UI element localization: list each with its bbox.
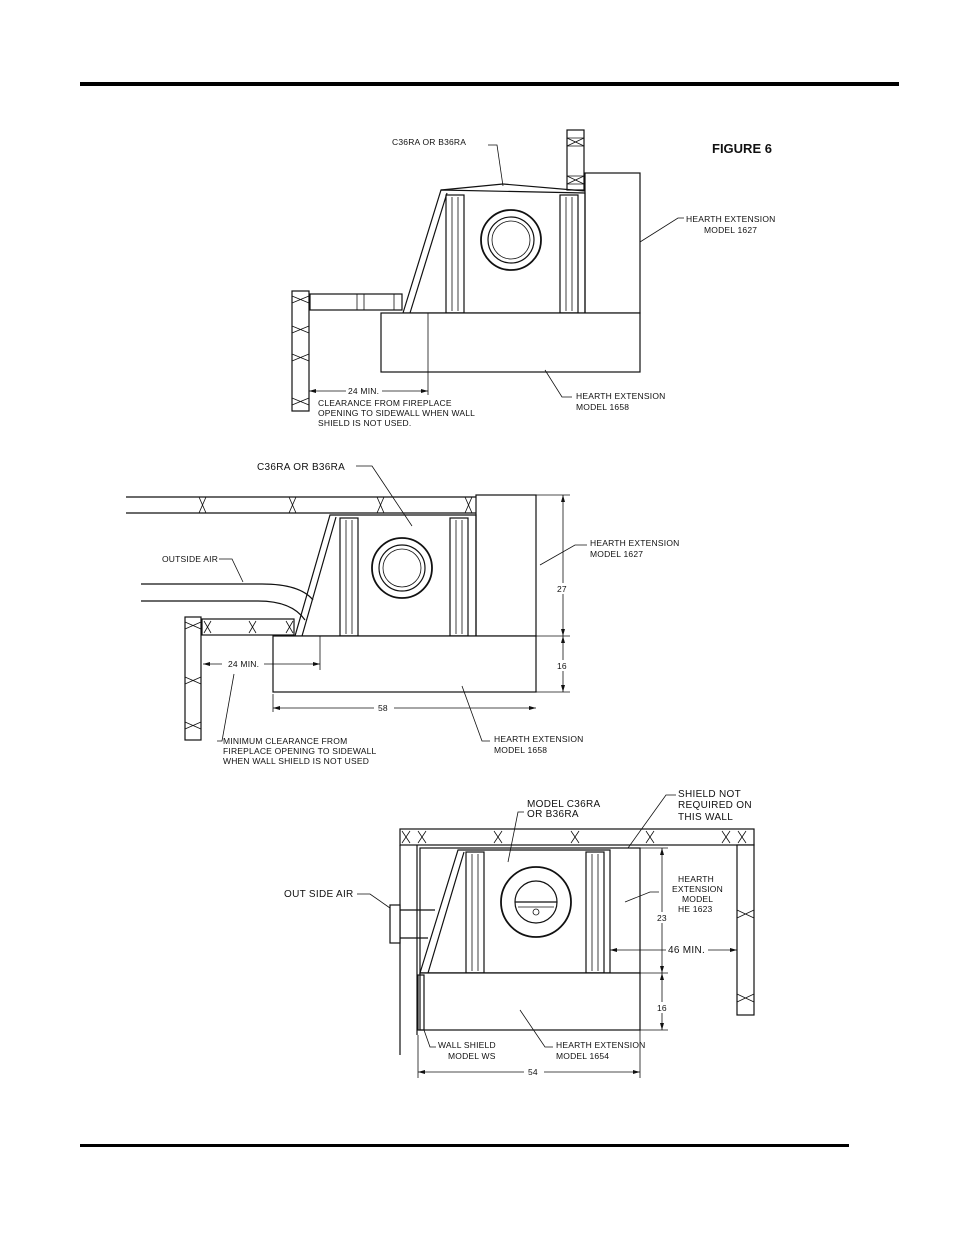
wall-studs-top-2 xyxy=(126,496,476,514)
fireplace-unit-1 xyxy=(402,183,586,314)
wall-studs-top-3 xyxy=(399,828,755,846)
clearance-note-1a: CLEARANCE FROM FIREPLACE xyxy=(318,398,452,408)
wall-studs-left-1 xyxy=(291,290,310,412)
clearance-dim-1: 24 MIN. xyxy=(348,386,379,396)
hearth-extension-1627 xyxy=(584,172,641,314)
shield-label-a: SHIELD NOT xyxy=(678,789,741,800)
wall-studs-bottom-2 xyxy=(201,618,295,636)
figure-title: FIGURE 6 xyxy=(712,141,772,156)
dim-23: 23 xyxy=(657,913,667,923)
shield-label-b: REQUIRED ON xyxy=(678,800,752,811)
dim-54: 54 xyxy=(528,1067,538,1077)
hearth-1627-label-1: HEARTH EXTENSION xyxy=(686,214,775,224)
wall-shield xyxy=(417,974,425,1031)
dim-58: 58 xyxy=(378,703,388,713)
hearth-1627-model-1: MODEL 1627 xyxy=(704,225,757,235)
clearance-note-2b: FIREPLACE OPENING TO SIDEWALL xyxy=(223,746,377,756)
wall-studs-horizontal-1 xyxy=(309,293,403,311)
hearth-he1623-a: HEARTH xyxy=(678,874,714,884)
diagram-3: 23 16 46 MIN. 54 MODEL C36RA OR B36RA SH… xyxy=(284,789,755,1078)
hearth-1627-label-2: HEARTH EXTENSION xyxy=(590,538,679,548)
hearth-extension-1627-2 xyxy=(475,494,537,637)
hearth-he1623-b: EXTENSION xyxy=(672,884,723,894)
clearance-note-2c: WHEN WALL SHIELD IS NOT USED xyxy=(223,756,369,766)
wall-studs-left-2 xyxy=(184,616,202,741)
hearth-1658-label-2: HEARTH EXTENSION xyxy=(494,734,583,744)
outside-air-label-3: OUT SIDE AIR xyxy=(284,889,354,900)
outside-air-inlet-3 xyxy=(389,904,401,944)
hearth-1658-label-1: HEARTH EXTENSION xyxy=(576,391,665,401)
header-rule xyxy=(80,82,899,86)
hearth-1654-model: MODEL 1654 xyxy=(556,1051,609,1061)
diagram-2: 24 MIN. 58 27 16 C36RA OR B36RA OUTSIDE … xyxy=(126,462,679,766)
dim-46-min: 46 MIN. xyxy=(668,945,705,956)
unit-label-3b: OR B36RA xyxy=(527,809,579,820)
wall-studs-top-right xyxy=(566,129,585,191)
unit-label-1: C36RA OR B36RA xyxy=(392,137,466,147)
clearance-note-2a: MINIMUM CLEARANCE FROM xyxy=(223,736,347,746)
dim-27: 27 xyxy=(557,584,567,594)
clearance-note-1b: OPENING TO SIDEWALL WHEN WALL xyxy=(318,408,475,418)
hearth-1658-model-2: MODEL 1658 xyxy=(494,745,547,755)
footer-rule xyxy=(80,1144,849,1147)
wall-shield-label-b: MODEL WS xyxy=(448,1051,496,1061)
clearance-note-1c: SHIELD IS NOT USED. xyxy=(318,418,411,428)
wall-studs-right-3 xyxy=(736,844,755,1016)
outside-air-label-2: OUTSIDE AIR xyxy=(162,554,218,564)
shield-label-c: THIS WALL xyxy=(678,812,733,823)
hearth-he1623-c: MODEL xyxy=(682,894,713,904)
hearth-extension-1658 xyxy=(380,312,641,373)
dim-16-3: 16 xyxy=(657,1003,667,1013)
outside-air-duct-2 xyxy=(141,583,314,621)
hearth-1658-model-1: MODEL 1658 xyxy=(576,402,629,412)
fireplace-unit-2 xyxy=(294,514,477,637)
hearth-he1623-d: HE 1623 xyxy=(678,904,713,914)
dim-16-2: 16 xyxy=(557,661,567,671)
clearance-dim-2: 24 MIN. xyxy=(228,659,259,669)
unit-label-3a: MODEL C36RA xyxy=(527,799,601,810)
diagram-1: FIGURE 6 xyxy=(291,129,775,428)
unit-label-2: C36RA OR B36RA xyxy=(257,462,345,473)
hearth-1627-model-2: MODEL 1627 xyxy=(590,549,643,559)
hearth-1654-label: HEARTH EXTENSION xyxy=(556,1040,645,1050)
hearth-extension-1654 xyxy=(419,972,641,1031)
wall-shield-label-a: WALL SHIELD xyxy=(438,1040,496,1050)
